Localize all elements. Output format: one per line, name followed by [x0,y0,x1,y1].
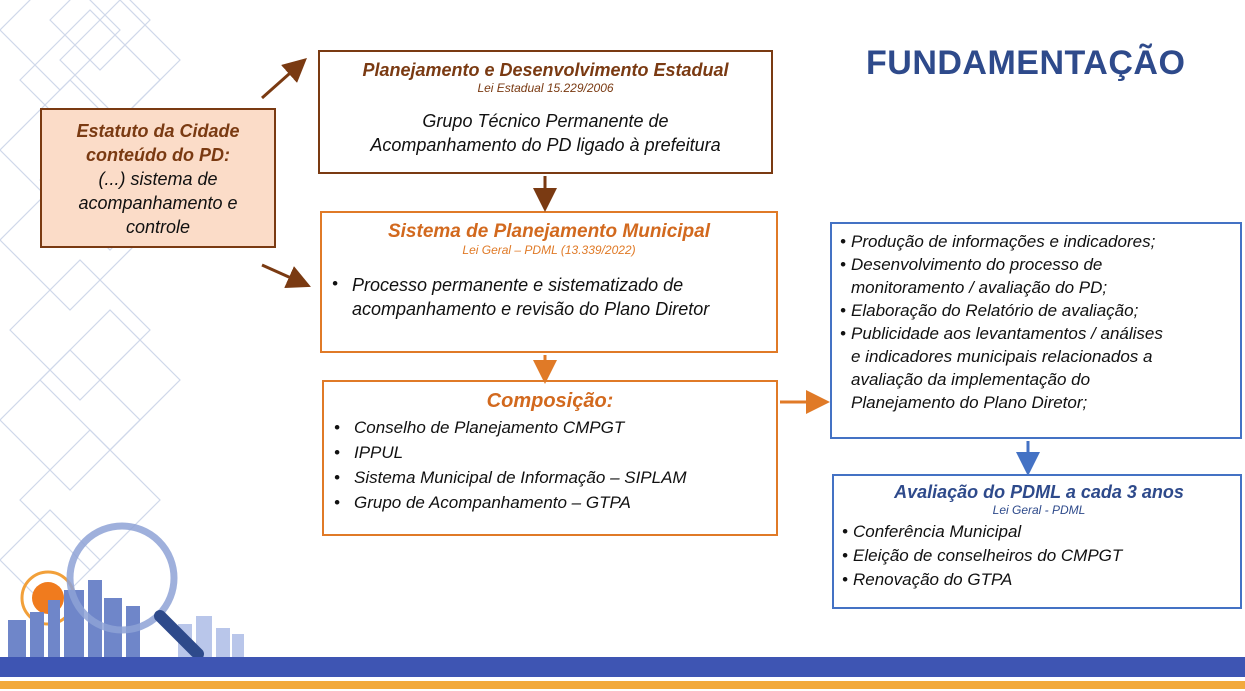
avaliacao-law: Lei Geral - PDML [992,503,1086,517]
composicao-title: Composição: [486,390,614,412]
estadual-body-2: Acompanhamento do PD ligado à prefeitura [370,135,721,155]
estatuto-heading-2: conteúdo do PD: [86,145,230,165]
avaliacao-list: •Conferência Municipal •Eleição de conse… [842,520,1236,592]
atividades-box: •Produção de informações e indicadores; … [830,222,1242,439]
municipal-bullet-line-2: acompanhamento e revisão do Plano Direto… [352,299,710,319]
municipal-box: Sistema de Planejamento Municipal Lei Ge… [320,211,778,353]
avaliacao-item: •Conferência Municipal [842,522,1022,541]
municipal-title: Sistema de Planejamento Municipal [387,221,711,242]
atividades-list: •Produção de informações e indicadores; … [840,230,1236,414]
composicao-item: •IPPUL [334,443,404,462]
municipal-law: Lei Geral – PDML (13.339/2022) [462,243,636,257]
estadual-title: Planejamento e Desenvolvimento Estadual [362,60,729,80]
composicao-item: •Grupo de Acompanhamento – GTPA [334,493,631,512]
diamond-pattern [0,0,181,600]
arrow-estatuto-to-estadual [261,58,307,100]
municipal-bullet-line-1: Processo permanente e sistematizado de [352,275,684,295]
estatuto-box: Estatuto da Cidade conteúdo do PD: (...)… [40,108,276,248]
footer-stripes [0,657,1245,689]
estatuto-body-2: acompanhamento e [78,193,238,213]
avaliacao-title: Avaliação do PDML a cada 3 anos [894,482,1184,502]
avaliacao-item: •Renovação do GTPA [842,570,1013,589]
estadual-law: Lei Estadual 15.229/2006 [477,81,614,95]
arrow-estatuto-to-municipal [261,263,311,289]
atividade-item: •Publicidade aos levantamentos / análise… [840,324,1163,412]
avaliacao-box: Avaliação do PDML a cada 3 anos Lei Gera… [832,474,1242,609]
composicao-list: •Conselho de Planejamento CMPGT •IPPUL •… [334,415,766,515]
estadual-box: Planejamento e Desenvolvimento Estadual … [318,50,773,174]
page-title: FUNDAMENTAÇÃO [866,44,1186,82]
estatuto-body-1: (...) sistema de [98,169,218,189]
composicao-box: Composição: •Conselho de Planejamento CM… [322,380,778,536]
atividade-item: •Produção de informações e indicadores; [840,232,1156,251]
estatuto-heading-1: Estatuto da Cidade [76,121,240,141]
avaliacao-item: •Eleição de conselheiros do CMPGT [842,546,1123,565]
estadual-body-1: Grupo Técnico Permanente de [422,111,669,131]
city-magnifier-logo [8,522,244,660]
composicao-item: •Sistema Municipal de Informação – SIPLA… [334,468,687,487]
composicao-item: •Conselho de Planejamento CMPGT [334,418,625,437]
estatuto-body-3: controle [125,217,191,237]
atividade-item: •Elaboração do Relatório de avaliação; [840,301,1139,320]
